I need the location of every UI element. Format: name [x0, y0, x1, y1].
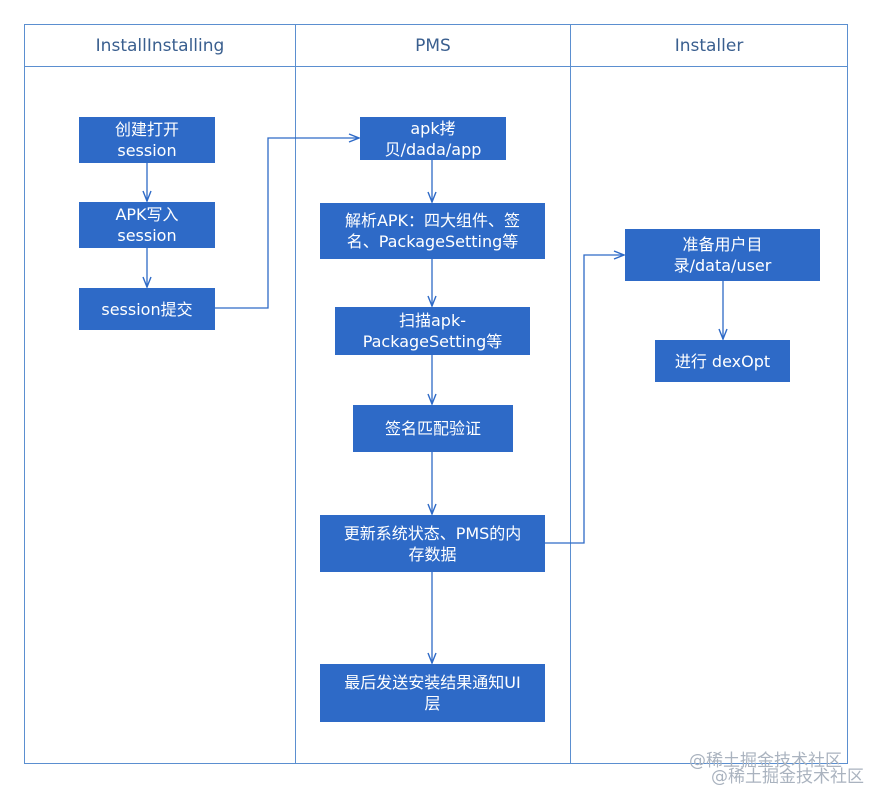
node-create-session: 创建打开 session [79, 117, 215, 163]
lane-title-pms: PMS [296, 25, 570, 67]
arrow-update-to-prepare [545, 255, 624, 544]
node-dexopt: 进行 dexOpt [655, 340, 790, 382]
lane-title-installinstalling: InstallInstalling [25, 25, 295, 67]
arrow-commit-to-copy [215, 138, 359, 309]
watermark-text: @稀土掘金技术社区 [689, 751, 842, 771]
lane-installer: Installer [570, 24, 848, 764]
node-update-state: 更新系统状态、PMS的内 存数据 [320, 515, 545, 572]
node-notify-ui: 最后发送安装结果通知UI 层 [320, 664, 545, 722]
node-session-commit: session提交 [79, 288, 215, 330]
lane-title-installer: Installer [571, 25, 847, 67]
node-scan-apk: 扫描apk- PackageSetting等 [335, 307, 530, 355]
node-prepare-user-dir: 准备用户目 录/data/user [625, 229, 820, 281]
node-sign-verify: 签名匹配验证 [353, 405, 513, 452]
node-apk-write: APK写入 session [79, 202, 215, 248]
node-apk-copy: apk拷 贝/dada/app [360, 117, 506, 160]
node-parse-apk: 解析APK：四大组件、签 名、PackageSetting等 [320, 203, 545, 259]
watermark-text-shadow: @稀土掘金技术社区 [711, 767, 864, 787]
